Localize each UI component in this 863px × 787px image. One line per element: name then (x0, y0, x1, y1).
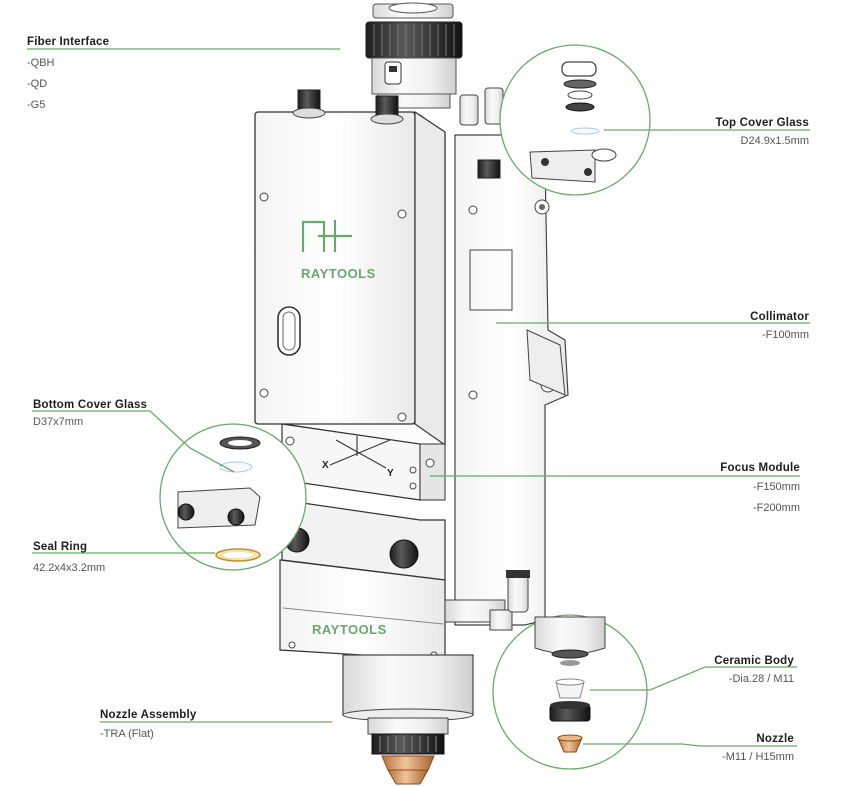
collimator-body (454, 87, 569, 626)
focus-module (281, 423, 446, 581)
seal-ring-callout: Seal Ring 42.2x4x3.2mm (33, 541, 105, 574)
seal-ring-title: Seal Ring (33, 541, 88, 553)
fiber-interface-callout: Fiber Interface -QBH -QD -G5 (27, 36, 109, 111)
top-cover-glass-detail (499, 44, 651, 196)
fiber-interface-option: -QD (27, 78, 48, 90)
bottom-cover-glass-callout: Bottom Cover Glass D37x7mm (33, 399, 147, 428)
ceramic-body-spec: -Dia.28 / M11 (728, 673, 794, 685)
brand-wordmark-lower: RAYTOOLS (312, 622, 387, 637)
nozzle-assembly-spec: -TRA (Flat) (100, 728, 154, 740)
nozzle-assembly-title: Nozzle Assembly (100, 709, 197, 721)
nozzle-title: Nozzle (756, 733, 794, 745)
fiber-interface-connector (365, 2, 463, 109)
main-housing (254, 89, 446, 447)
top-cover-glass-callout: Top Cover Glass D24.9x1.5mm (715, 117, 809, 147)
collimator-callout: Collimator -F100mm (750, 311, 809, 341)
nozzle-spec: -M11 / H15mm (722, 751, 794, 763)
nozzle-detail (492, 614, 648, 770)
focus-module-option: -F150mm (752, 481, 800, 493)
fiber-interface-option: -QBH (27, 57, 55, 69)
fiber-interface-option: -G5 (27, 99, 46, 111)
top-cover-glass-spec: D24.9x1.5mm (740, 135, 809, 147)
fiber-interface-title: Fiber Interface (27, 36, 110, 48)
raytools-logo-mark (301, 220, 352, 252)
ceramic-body-callout: Ceramic Body -Dia.28 / M11 (714, 655, 794, 685)
leader-lines (27, 48, 810, 747)
top-cover-glass-title: Top Cover Glass (715, 117, 809, 129)
focus-module-callout: Focus Module -F150mm -F200mm (720, 462, 800, 514)
axis-y-label: Y (387, 468, 394, 479)
brand-wordmark-front: RAYTOOLS (301, 266, 376, 281)
bottom-cover-glass-title: Bottom Cover Glass (33, 399, 148, 411)
focus-module-title: Focus Module (720, 462, 800, 474)
seal-ring-spec: 42.2x4x3.2mm (33, 562, 106, 574)
nozzle-assembly-callout: Nozzle Assembly -TRA (Flat) (100, 709, 197, 740)
nozzle-assembly (342, 654, 474, 785)
ceramic-body-title: Ceramic Body (714, 655, 794, 667)
bottom-cover-glass-detail (159, 423, 307, 571)
focus-module-option: -F200mm (752, 502, 800, 514)
axis-x-label: X (322, 460, 329, 471)
bottom-cover-glass-spec: D37x7mm (33, 416, 84, 428)
nozzle-callout: Nozzle -M11 / H15mm (722, 733, 794, 763)
collimator-spec: -F100mm (761, 329, 809, 341)
collimator-title: Collimator (750, 311, 809, 323)
